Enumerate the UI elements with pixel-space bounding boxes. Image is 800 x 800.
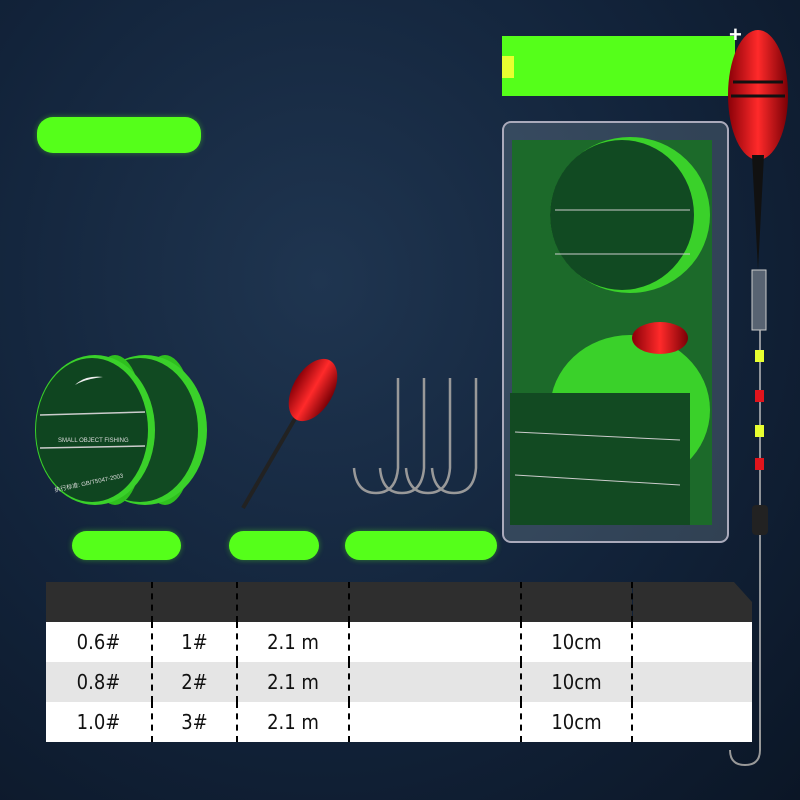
storage-box bbox=[502, 121, 729, 543]
cell: 3# bbox=[151, 702, 237, 742]
table-row: 1.0# 3#2.1 m 10cm bbox=[46, 702, 752, 742]
header-cell bbox=[632, 582, 752, 622]
header-cell bbox=[236, 582, 349, 622]
spool-brand-text: SMALL OBJECT FISHING bbox=[58, 438, 129, 444]
cell bbox=[631, 662, 752, 702]
header-cell bbox=[520, 582, 632, 622]
cell: 10cm bbox=[520, 702, 632, 742]
cell: 0.8# bbox=[76, 670, 121, 694]
cell: 2.1 m bbox=[236, 702, 349, 742]
label-pill-float bbox=[229, 531, 319, 560]
line-spool-set: SMALL OBJECT FISHING 执行标准: GB/T5047-2003 bbox=[35, 355, 207, 505]
header-cell bbox=[348, 582, 521, 622]
plus-icon: + bbox=[729, 22, 742, 47]
cell: 1# bbox=[151, 622, 237, 662]
cell: 0.6# bbox=[76, 630, 121, 654]
cell bbox=[348, 622, 521, 662]
header-cell bbox=[151, 582, 237, 622]
label-pill-spools bbox=[72, 531, 181, 560]
banner-accent-strip bbox=[502, 56, 514, 78]
label-pill-top-left bbox=[37, 117, 201, 153]
fishing-float bbox=[241, 358, 338, 510]
cell bbox=[631, 622, 752, 662]
cell bbox=[631, 702, 752, 742]
header-cell bbox=[46, 582, 152, 622]
cell: 10cm bbox=[520, 622, 632, 662]
cell: 2# bbox=[151, 662, 237, 702]
cell: 10cm bbox=[520, 662, 632, 702]
table-header bbox=[46, 582, 752, 622]
cell: 2.1 m bbox=[236, 622, 349, 662]
label-pill-hooks bbox=[345, 531, 497, 560]
cell bbox=[348, 702, 521, 742]
table-row: 0.6# 1#2.1 m 10cm bbox=[46, 622, 752, 662]
cell: 1.0# bbox=[76, 710, 121, 734]
title-banner bbox=[502, 36, 735, 96]
fishing-hooks bbox=[352, 378, 478, 495]
cell: 2.1 m bbox=[236, 662, 349, 702]
cell bbox=[348, 662, 521, 702]
fishing-rig bbox=[728, 30, 788, 767]
table-row: 0.8# 2#2.1 m 10cm bbox=[46, 662, 752, 702]
